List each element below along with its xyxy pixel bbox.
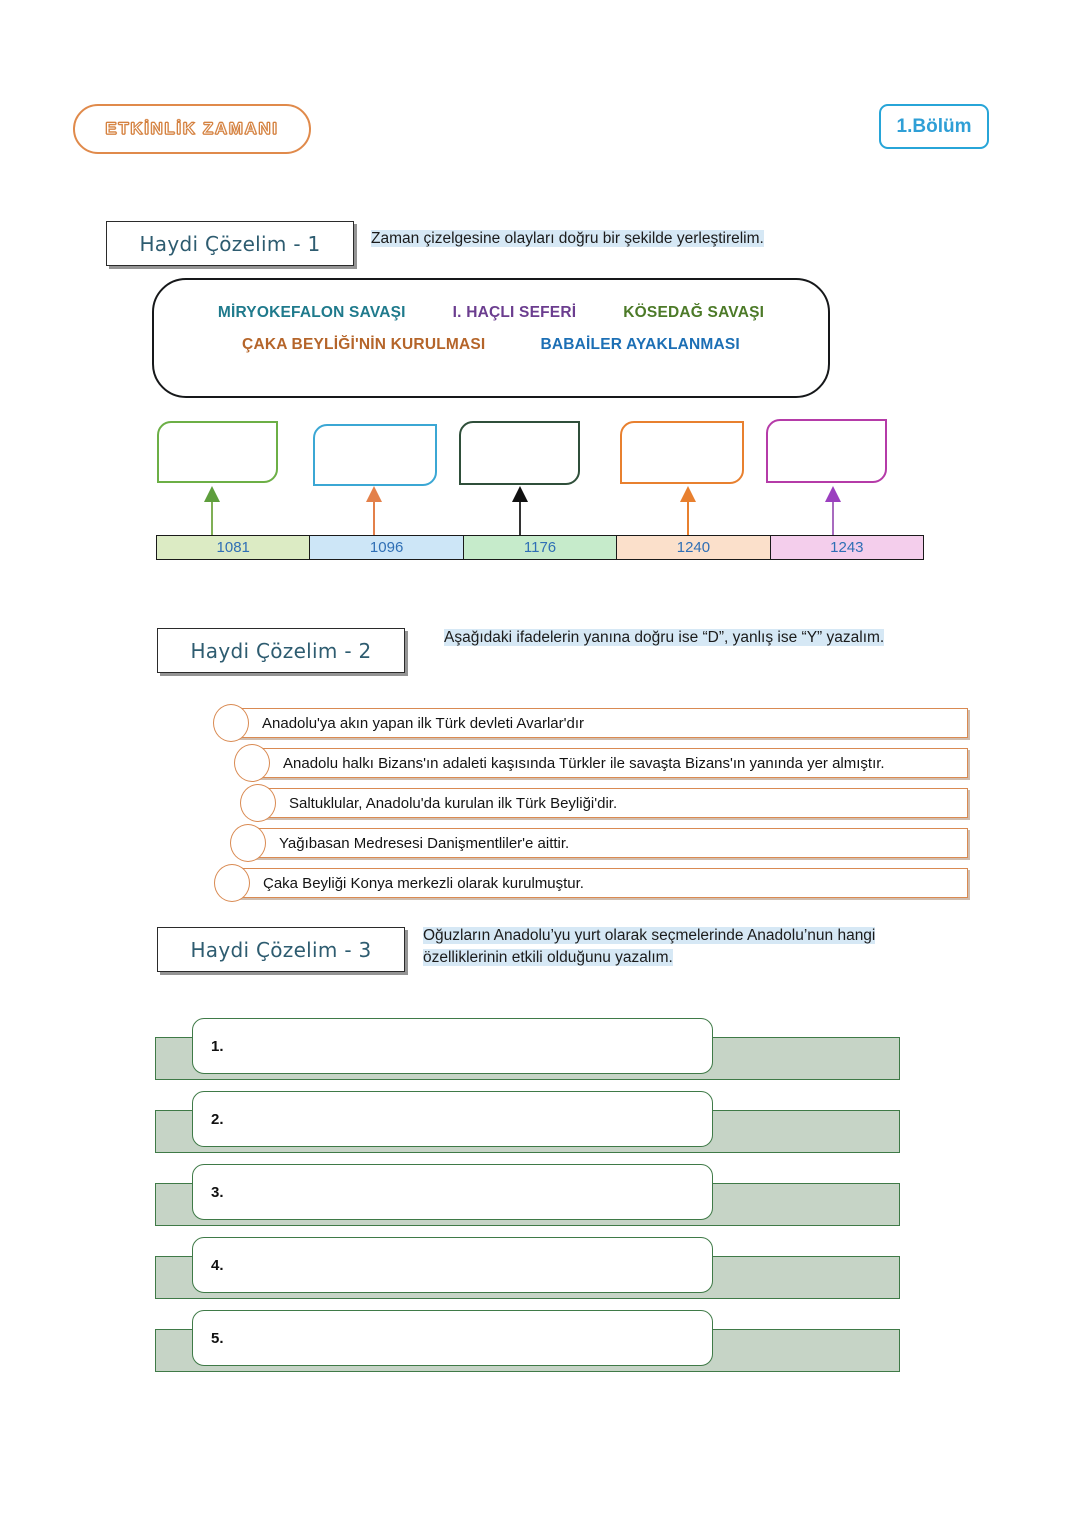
statement-row-4: Yağıbasan Medresesi Danişmentliler'e ait…	[230, 824, 968, 862]
statement-text-5: Çaka Beyliği Konya merkezli olarak kurul…	[263, 874, 584, 892]
statement-row-5: Çaka Beyliği Konya merkezli olarak kurul…	[214, 864, 968, 902]
activity-time-badge: ETKİNLİK ZAMANI	[73, 104, 311, 154]
answer-input-5[interactable]: 5.	[192, 1310, 713, 1366]
answer-input-1[interactable]: 1.	[192, 1018, 713, 1074]
exercise-2-instruction-text: Aşağıdaki ifadelerin yanına doğru ise “D…	[444, 629, 885, 646]
exercise-3-label: Haydi Çözelim - 3	[190, 937, 372, 962]
timeline-arrow-1096	[366, 486, 382, 536]
timeline-year-1081: 1081	[216, 539, 250, 556]
timeline-date-cell-1081: 1081	[157, 536, 311, 559]
statement-answer-circle-1[interactable]	[213, 704, 249, 742]
statement-row-3: Saltuklular, Anadolu'da kurulan ilk Türk…	[240, 784, 968, 822]
timeline-arrow-1240	[680, 486, 696, 536]
timeline-date-bar: 1081 1096 1176 1240 1243	[156, 535, 924, 560]
exercise-1-instruction-text: Zaman çizelgesine olayları doğru bir şek…	[371, 230, 764, 247]
answer-input-3[interactable]: 3.	[192, 1164, 713, 1220]
statement-answer-circle-3[interactable]	[240, 784, 276, 822]
exercise-1-label: Haydi Çözelim - 1	[139, 231, 321, 256]
answer-number-4: 4.	[211, 1256, 224, 1274]
statement-answer-circle-4[interactable]	[230, 824, 266, 862]
timeline-date-cell-1096: 1096	[310, 536, 464, 559]
events-row-1: MİRYOKEFALON SAVAŞI I. HAÇLI SEFERİ KÖSE…	[154, 304, 828, 322]
timeline-year-1243: 1243	[830, 539, 864, 556]
section-number-badge: 1.Bölüm	[879, 104, 989, 149]
statement-answer-circle-2[interactable]	[234, 744, 270, 782]
timeline-answer-box-1176[interactable]	[459, 421, 580, 485]
statement-answer-circle-5[interactable]	[214, 864, 250, 902]
timeline-answer-box-1081[interactable]	[157, 421, 278, 483]
timeline-answer-box-1240[interactable]	[620, 421, 744, 484]
statement-text-3: Saltuklular, Anadolu'da kurulan ilk Türk…	[289, 794, 618, 812]
exercise-3-instruction: Oğuzların Anadolu’yu yurt olarak seçmele…	[423, 925, 928, 970]
event-item-hacli-seferi: I. HAÇLI SEFERİ	[452, 304, 577, 321]
timeline-year-1096: 1096	[369, 539, 404, 556]
statement-box-2[interactable]: Anadolu halkı Bizans'ın adaleti kaşısınd…	[252, 748, 968, 778]
exercise-1-instruction: Zaman çizelgesine olayları doğru bir şek…	[371, 228, 891, 250]
answer-number-3: 3.	[211, 1183, 224, 1201]
timeline-date-cell-1176: 1176	[463, 536, 618, 559]
timeline-date-cell-1243: 1243	[770, 536, 924, 559]
answer-row-1: 1.	[155, 1018, 900, 1080]
answer-number-1: 1.	[211, 1037, 224, 1055]
timeline-arrow-1243	[825, 486, 841, 536]
answer-row-4: 4.	[155, 1237, 900, 1299]
exercise-1-label-box: Haydi Çözelim - 1	[106, 221, 354, 266]
exercise-3-instruction-text: Oğuzların Anadolu’yu yurt olarak seçmele…	[423, 927, 876, 967]
statement-box-5[interactable]: Çaka Beyliği Konya merkezli olarak kurul…	[232, 868, 968, 898]
statement-box-1[interactable]: Anadolu'ya akın yapan ilk Türk devleti A…	[231, 708, 968, 738]
timeline-date-cell-1240: 1240	[617, 536, 771, 559]
statement-text-2: Anadolu halkı Bizans'ın adaleti kaşısınd…	[283, 754, 885, 772]
event-item-kosedag: KÖSEDAĞ SAVAŞI	[623, 304, 765, 321]
exercise-3-label-box: Haydi Çözelim - 3	[157, 927, 405, 972]
exercise-2-label-box: Haydi Çözelim - 2	[157, 628, 405, 673]
timeline-answer-box-1243[interactable]	[766, 419, 887, 483]
exercise-2-label: Haydi Çözelim - 2	[190, 638, 372, 663]
statement-box-4[interactable]: Yağıbasan Medresesi Danişmentliler'e ait…	[248, 828, 968, 858]
answer-input-2[interactable]: 2.	[192, 1091, 713, 1147]
event-item-babailer: BABAİLER AYAKLANMASI	[540, 336, 740, 353]
timeline-arrow-1081	[204, 486, 220, 536]
timeline-answer-box-1096[interactable]	[313, 424, 437, 486]
section-number-label: 1.Bölüm	[896, 115, 972, 137]
answer-number-5: 5.	[211, 1329, 224, 1347]
answer-row-5: 5.	[155, 1310, 900, 1372]
statement-text-4: Yağıbasan Medresesi Danişmentliler'e ait…	[279, 834, 570, 852]
statement-text-1: Anadolu'ya akın yapan ilk Türk devleti A…	[262, 714, 585, 732]
answer-input-4[interactable]: 4.	[192, 1237, 713, 1293]
statement-box-3[interactable]: Saltuklular, Anadolu'da kurulan ilk Türk…	[258, 788, 968, 818]
event-item-caka-beyligi: ÇAKA BEYLİĞİ'NİN KURULMASI	[242, 336, 486, 353]
events-row-2: ÇAKA BEYLİĞİ'NİN KURULMASI BABAİLER AYAK…	[154, 336, 828, 354]
timeline-arrow-1176	[512, 486, 528, 536]
answer-number-2: 2.	[211, 1110, 224, 1128]
answer-row-3: 3.	[155, 1164, 900, 1226]
exercise-2-instruction: Aşağıdaki ifadelerin yanına doğru ise “D…	[444, 627, 934, 649]
events-pool-box: MİRYOKEFALON SAVAŞI I. HAÇLI SEFERİ KÖSE…	[152, 278, 830, 398]
event-item-miryokefalon: MİRYOKEFALON SAVAŞI	[217, 304, 406, 321]
timeline-year-1240: 1240	[676, 539, 711, 556]
answer-row-2: 2.	[155, 1091, 900, 1153]
activity-time-label: ETKİNLİK ZAMANI	[105, 119, 279, 139]
statement-row-1: Anadolu'ya akın yapan ilk Türk devleti A…	[213, 704, 968, 742]
statement-row-2: Anadolu halkı Bizans'ın adaleti kaşısınd…	[234, 744, 968, 782]
timeline-year-1176: 1176	[523, 539, 557, 556]
